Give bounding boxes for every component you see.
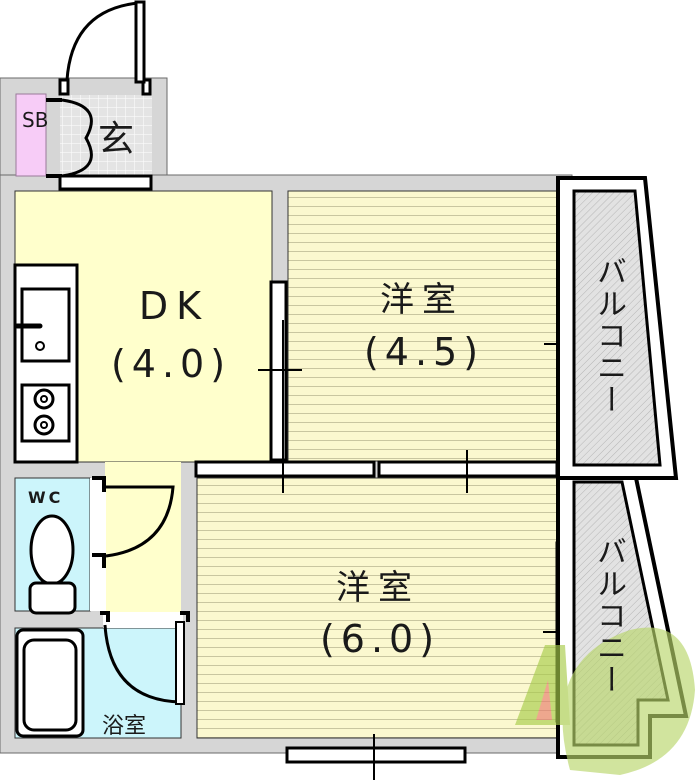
bath-room	[14, 611, 190, 739]
dk-size: (4.0)	[110, 342, 232, 386]
bath-label: 浴室	[102, 714, 147, 739]
balcony-2-label: バルコニー	[591, 536, 626, 696]
wc-room	[14, 476, 175, 615]
room-4-5-size: (4.5)	[363, 330, 485, 374]
genkan-label: 玄	[98, 119, 135, 160]
genkan-area	[15, 0, 153, 191]
dk-room	[13, 190, 273, 612]
balcony-1-label: バルコニー	[591, 256, 626, 416]
room-6-0	[194, 450, 586, 780]
dk-name: DK	[138, 284, 210, 328]
room-4-5-name: 洋室	[380, 280, 464, 320]
toilet	[29, 514, 75, 586]
storage-label: SB	[22, 108, 49, 132]
sink	[20, 287, 71, 363]
watermark-logo	[515, 627, 695, 775]
wc-label: WC	[28, 488, 64, 507]
room-6-0-name: 洋室	[336, 568, 420, 608]
room-6-0-size: (6.0)	[319, 617, 441, 661]
stove	[20, 383, 71, 443]
storage-box	[15, 93, 47, 177]
